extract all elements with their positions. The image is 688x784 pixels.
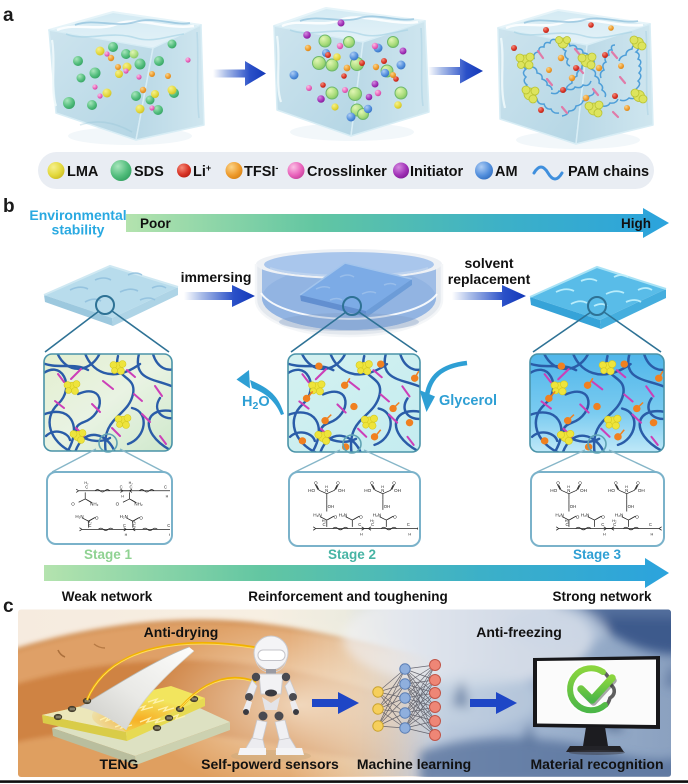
svg-text:immersing: immersing [181, 269, 252, 285]
svg-text:Stage 2: Stage 2 [328, 547, 376, 562]
svg-text:stability: stability [52, 222, 105, 238]
svg-text:Glycerol: Glycerol [439, 393, 497, 409]
svg-text:solvent: solvent [464, 255, 513, 271]
svg-text:PAM chains: PAM chains [568, 164, 649, 180]
svg-text:Anti-drying: Anti-drying [144, 624, 219, 640]
svg-text:AM: AM [495, 164, 518, 180]
svg-text:Strong network: Strong network [552, 589, 651, 604]
svg-text:Initiator: Initiator [410, 164, 464, 180]
svg-text:SDS: SDS [134, 164, 164, 180]
svg-text:Reinforcement and toughening: Reinforcement and toughening [248, 589, 448, 604]
svg-text:H2O: H2O [242, 394, 270, 412]
svg-text:OH: OH [384, 504, 390, 509]
svg-text:Material recognition: Material recognition [530, 756, 663, 772]
svg-text:replacement: replacement [448, 271, 531, 287]
svg-text:Weak network: Weak network [62, 589, 153, 604]
svg-text:c: c [3, 596, 14, 617]
svg-text:Stage 3: Stage 3 [573, 547, 622, 562]
svg-text:OH: OH [628, 504, 634, 509]
svg-text:TENG: TENG [100, 756, 139, 772]
svg-text:Poor: Poor [140, 216, 171, 231]
svg-text:OH: OH [570, 504, 576, 509]
svg-text:OH: OH [328, 504, 334, 509]
svg-text:High: High [621, 216, 651, 231]
svg-text:a: a [3, 5, 14, 26]
svg-text:LMA: LMA [67, 164, 99, 180]
svg-text:Crosslinker: Crosslinker [307, 164, 387, 180]
svg-text:b: b [3, 196, 15, 217]
svg-text:Machine learning: Machine learning [357, 756, 471, 772]
svg-text:Stage 1: Stage 1 [84, 547, 133, 562]
svg-text:TFSI-: TFSI- [244, 163, 278, 180]
svg-text:Environmental: Environmental [29, 207, 126, 223]
svg-text:Anti-freezing: Anti-freezing [476, 624, 562, 640]
svg-text:Self-powerd sensors: Self-powerd sensors [201, 756, 339, 772]
